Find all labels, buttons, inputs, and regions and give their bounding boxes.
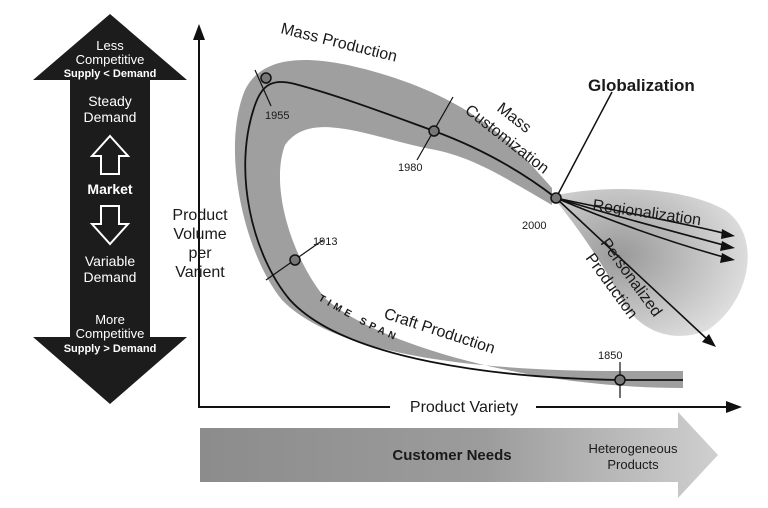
supply-greater-demand-label: Supply > Demand [64, 343, 157, 355]
market-double-arrow-shape [33, 14, 187, 404]
marker-1913 [289, 254, 301, 266]
year-1955-label: 1955 [265, 110, 289, 122]
production-band [234, 59, 683, 388]
x-axis-label-bg [390, 396, 536, 416]
y-axis-label-line3: per [188, 245, 212, 262]
less-label: Less [96, 38, 124, 53]
variable-label: Variable [85, 253, 136, 269]
supply-less-demand-label: Supply < Demand [64, 68, 157, 80]
products-label: Products [607, 457, 659, 472]
mass-production-label: Mass Production [279, 20, 399, 65]
competitive-top-label: Competitive [76, 52, 145, 67]
customer-needs-arrow: Customer Needs Heterogeneous Products [200, 412, 718, 498]
variable-demand-label: Demand [84, 269, 137, 285]
tick-1955 [254, 69, 272, 107]
competitive-bottom-label: Competitive [76, 326, 145, 341]
down-arrow-icon [89, 205, 131, 246]
globalization-pointer-line [555, 91, 613, 199]
market-arrow: Less Competitive Supply < Demand Steady … [33, 14, 187, 404]
globalization-label: Globalization [588, 76, 695, 95]
up-arrow-icon [89, 134, 131, 175]
heterogeneous-label: Heterogeneous [589, 441, 678, 456]
marker-1980 [428, 125, 440, 137]
year-2000-label: 2000 [522, 220, 546, 232]
personalized-arrowhead [702, 334, 716, 347]
x-axis-arrowhead [726, 401, 742, 413]
personalized-fade-region [552, 188, 748, 336]
regionalization-arrows [555, 197, 735, 263]
year-1980-label: 1980 [398, 162, 422, 174]
marker-1955 [260, 72, 272, 84]
y-axis-label-line2: Volume [173, 226, 226, 243]
steady-label: Steady [88, 93, 132, 109]
steady-demand-label: Demand [84, 109, 137, 125]
more-label: More [95, 312, 125, 327]
marker-2000 [550, 192, 562, 204]
marker-1850 [614, 374, 626, 386]
y-axis-label-line4: Varient [175, 264, 225, 281]
x-axis-label: Product Variety [410, 399, 518, 416]
personalized-arrow [555, 197, 709, 341]
customer-needs-label: Customer Needs [392, 447, 511, 464]
market-label: Market [87, 181, 132, 197]
year-1913-label: 1913 [313, 236, 337, 248]
year-1850-label: 1850 [598, 350, 622, 362]
y-axis-label-line1: Product [172, 207, 228, 224]
y-axis-arrowhead [193, 24, 205, 40]
customer-needs-arrow-shape [200, 412, 718, 498]
